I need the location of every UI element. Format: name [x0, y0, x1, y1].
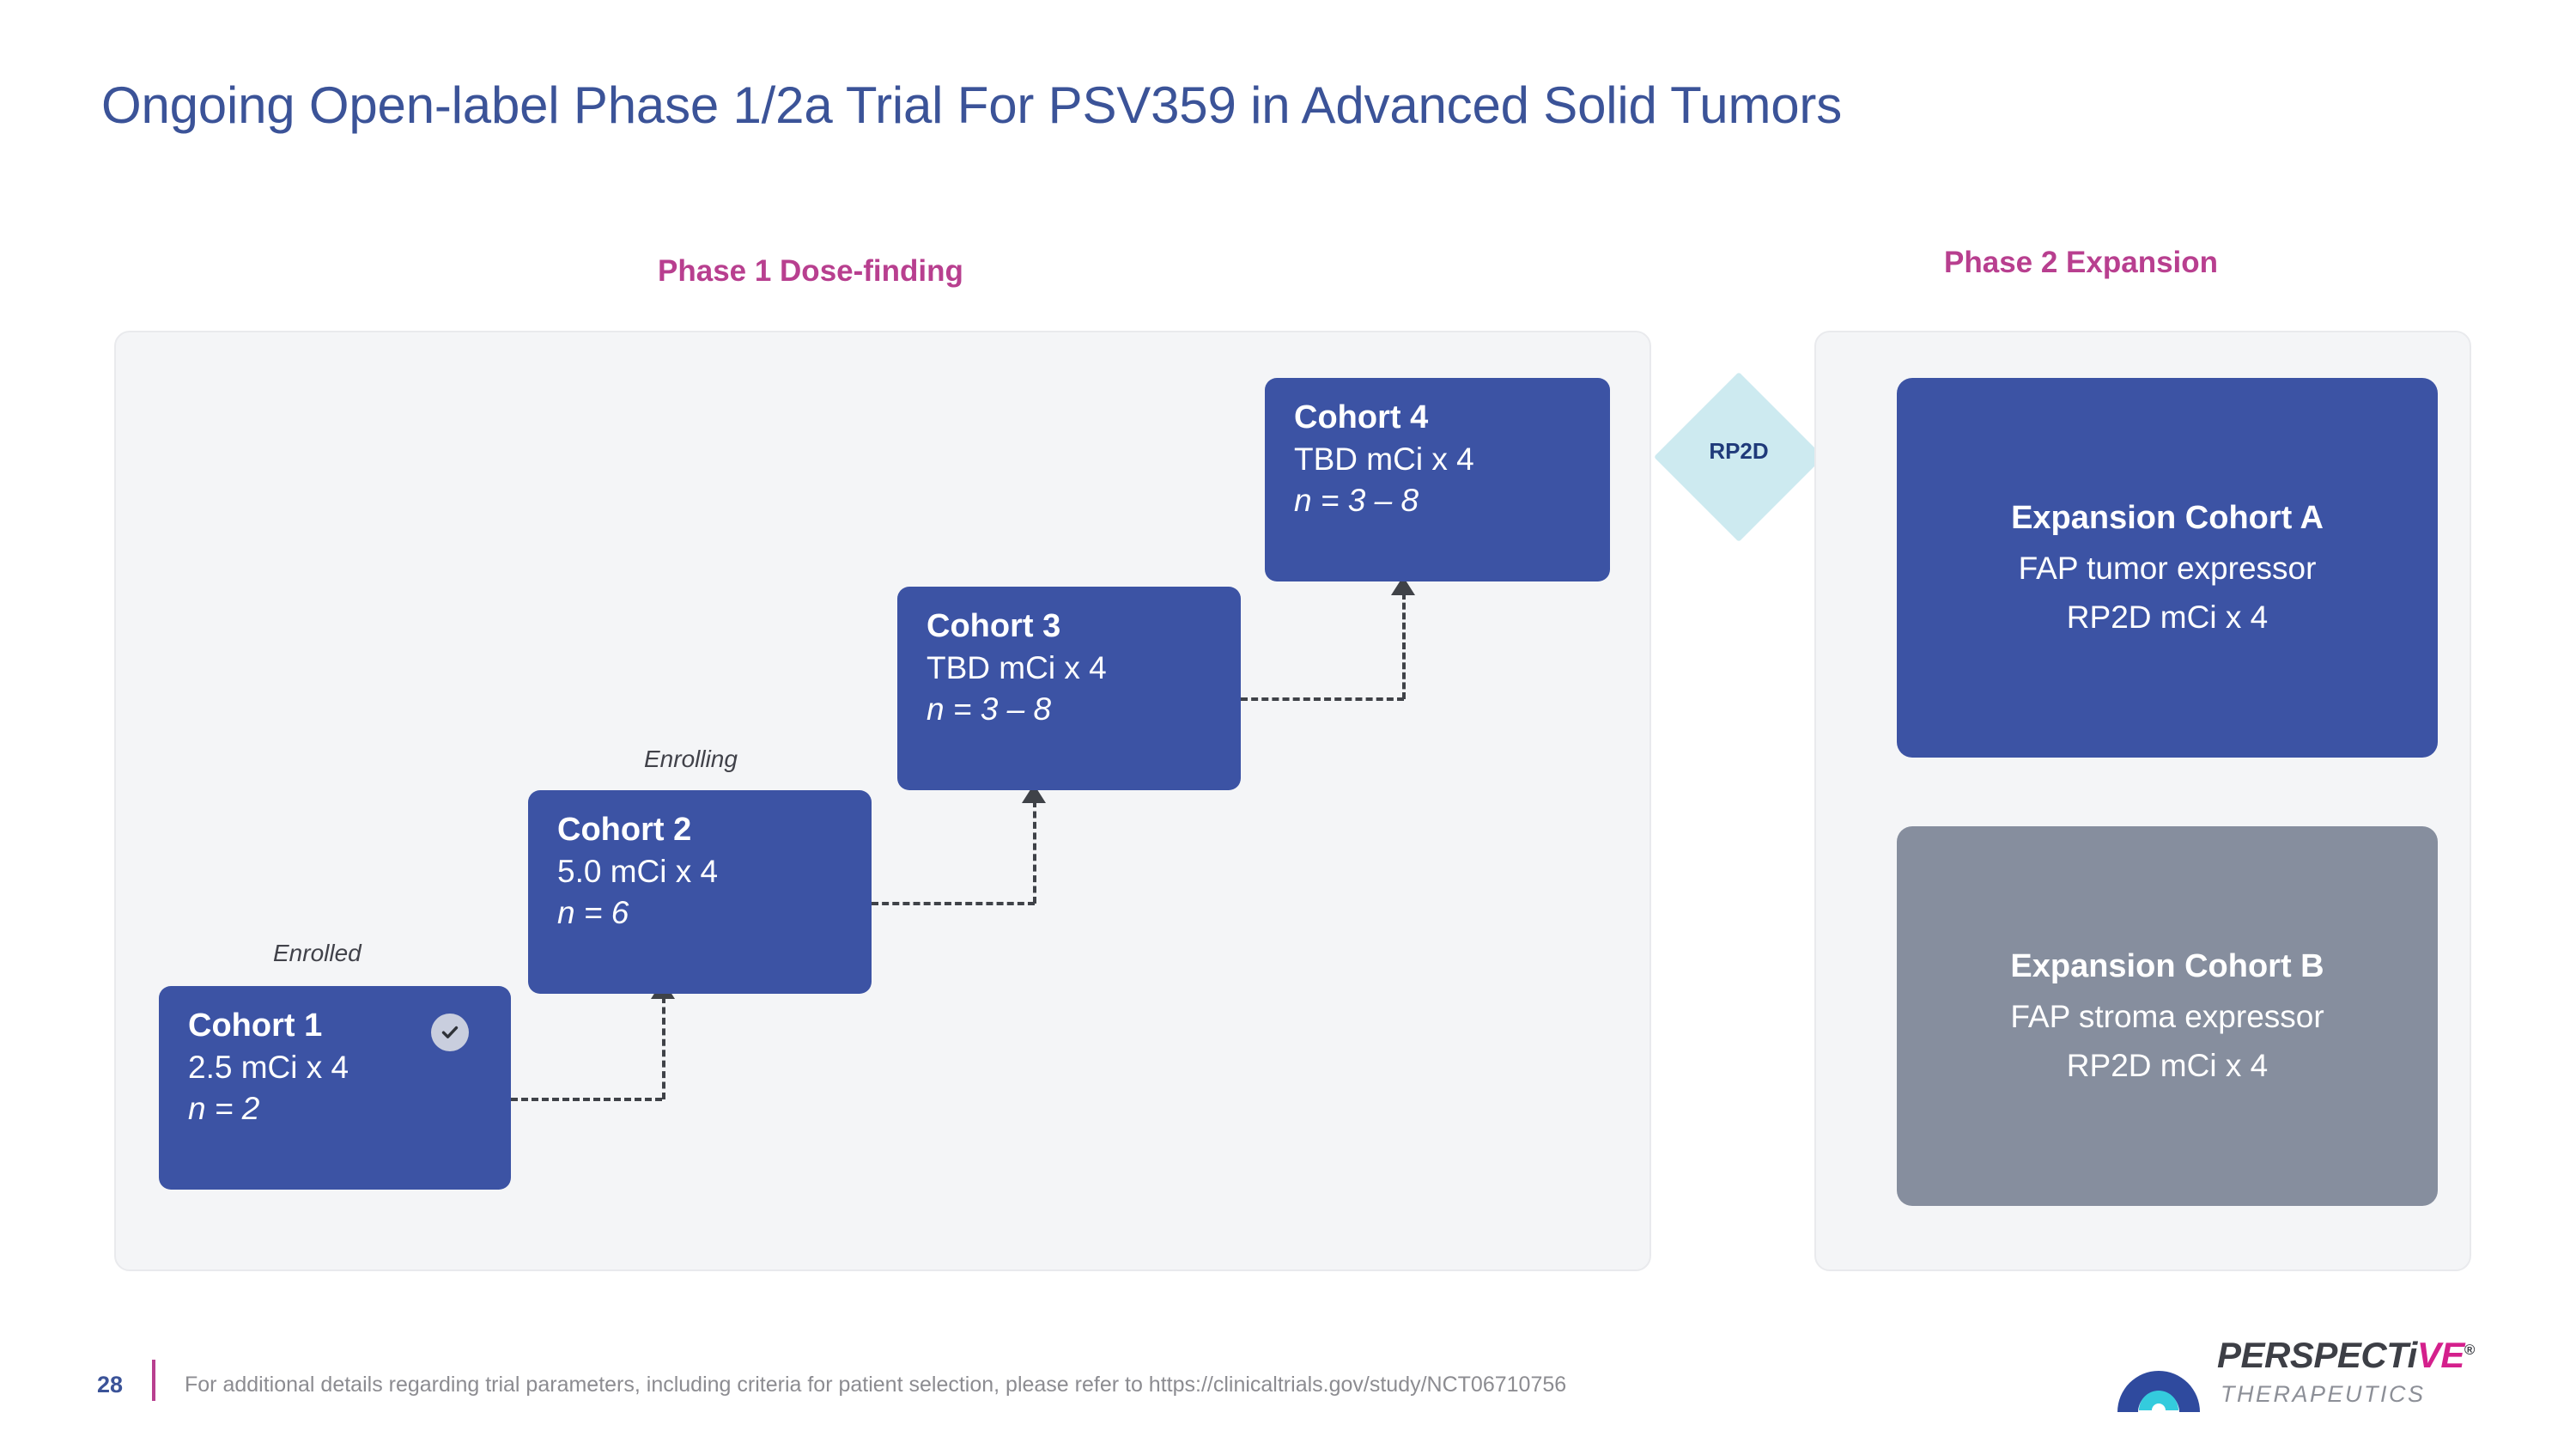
expansion-card-line-2: RP2D mCi x 4: [2066, 600, 2269, 636]
cohort-card-title: Cohort 1: [188, 1008, 323, 1044]
cohort-card-dose: 5.0 mCi x 4: [557, 853, 719, 889]
expansion-cohort-card-a[interactable]: Expansion Cohort A FAP tumor expressor R…: [1897, 378, 2438, 758]
cohort-card-1[interactable]: Cohort 1 2.5 mCi x 4 n = 2: [159, 986, 511, 1190]
page-number: 28: [97, 1372, 124, 1397]
cohort-card-title: Cohort 4: [1294, 399, 1429, 435]
rp2d-label: RP2D: [1709, 438, 1769, 464]
cohort-card-n: n = 3 – 8: [1294, 482, 1419, 518]
page-title: Ongoing Open-label Phase 1/2a Trial For …: [101, 76, 1843, 134]
cohort-card-3[interactable]: Cohort 3 TBD mCi x 4 n = 3 – 8: [897, 587, 1241, 790]
expansion-card-line-1: FAP stroma expressor: [2010, 999, 2324, 1035]
connector-cohort1-to-cohort2-vertical: [662, 996, 665, 1099]
phase-1-header: Phase 1 Dose-finding: [658, 254, 963, 288]
connector-cohort2-to-cohort3-horizontal: [872, 902, 1035, 905]
logo-subword: THERAPEUTICS: [2221, 1381, 2426, 1407]
logo-wordmark-i: i: [2407, 1335, 2418, 1375]
connector-cohort1-to-cohort2-horizontal: [511, 1098, 662, 1101]
expansion-card-line-2: RP2D mCi x 4: [2066, 1048, 2269, 1084]
phase-2-header: Phase 2 Expansion: [1944, 246, 2219, 279]
cohort-card-dose: 2.5 mCi x 4: [188, 1049, 349, 1085]
registered-trademark-icon: ®: [2464, 1342, 2476, 1358]
status-label-cohort-2: Enrolling: [644, 746, 738, 772]
expansion-cohort-card-b[interactable]: Expansion Cohort B FAP stroma expressor …: [1897, 826, 2438, 1206]
cohort-card-title: Cohort 2: [557, 812, 692, 848]
perspective-arch-logo-icon: [2117, 1371, 2200, 1412]
expansion-card-title: Expansion Cohort A: [2011, 500, 2324, 537]
cohort-card-2[interactable]: Cohort 2 5.0 mCi x 4 n = 6: [528, 790, 872, 994]
logo-wordmark-accent: VE: [2416, 1335, 2465, 1375]
cohort-card-4[interactable]: Cohort 4 TBD mCi x 4 n = 3 – 8: [1265, 378, 1610, 581]
status-label-cohort-1: Enrolled: [273, 940, 361, 966]
footer-divider: [152, 1360, 155, 1401]
connector-cohort3-to-cohort4-horizontal: [1241, 697, 1404, 701]
company-logo: PERSPECTiVE® THERAPEUTICS: [2112, 1330, 2490, 1424]
logo-wordmark-pre: PERSPECT: [2217, 1335, 2408, 1375]
connector-cohort2-to-cohort3-vertical: [1033, 801, 1036, 904]
connector-cohort3-to-cohort4-vertical: [1402, 593, 1406, 699]
expansion-card-line-1: FAP tumor expressor: [2018, 551, 2317, 587]
cohort-card-n: n = 3 – 8: [927, 691, 1052, 727]
logo-wordmark: PERSPECTiVE®: [2217, 1335, 2475, 1376]
check-circle-icon: [431, 1014, 469, 1051]
cohort-card-n: n = 6: [557, 894, 629, 930]
cohort-card-dose: TBD mCi x 4: [927, 649, 1107, 685]
footer-note: For additional details regarding trial p…: [185, 1373, 1567, 1397]
expansion-card-title: Expansion Cohort B: [2010, 948, 2324, 985]
cohort-card-n: n = 2: [188, 1090, 260, 1126]
cohort-card-dose: TBD mCi x 4: [1294, 441, 1474, 477]
cohort-card-title: Cohort 3: [927, 608, 1061, 644]
